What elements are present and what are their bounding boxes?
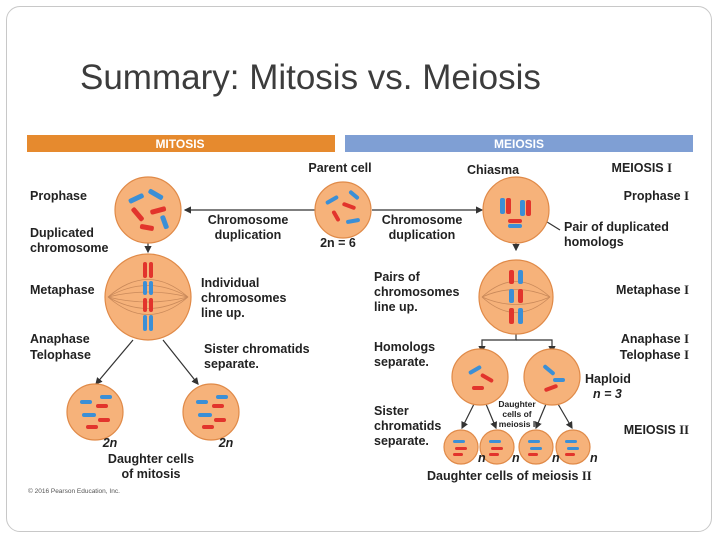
daughter-meiosis-two-label: Daughter cells of meiosis II xyxy=(427,469,592,483)
meiosis-one-daughter-cell-1 xyxy=(451,348,509,406)
meiosis-header-bar xyxy=(345,135,693,152)
meiosis-one-label: MEIOSIS I xyxy=(612,161,673,175)
n-label-3: n xyxy=(552,451,560,465)
mitosis-prophase-cell xyxy=(114,176,182,244)
haploid-label: Haploid xyxy=(585,372,631,386)
telophase-one-label: Telophase I xyxy=(620,348,689,362)
prophase-label: Prophase xyxy=(30,189,87,203)
parent-cell xyxy=(314,181,372,239)
mitosis-daughter-cell-2 xyxy=(182,383,240,441)
anaphase-one-label: Anaphase I xyxy=(621,332,689,346)
slide-frame xyxy=(6,6,712,532)
n-label-4: n xyxy=(590,451,598,465)
haploid-n-label: n = 3 xyxy=(593,387,622,401)
flow-arrows xyxy=(95,206,573,430)
meiosis-spindle xyxy=(481,281,551,313)
meiosis-one-daughter-cell-2 xyxy=(523,348,581,406)
two-n-right-label: 2n xyxy=(218,436,234,450)
meiosis-prophase-cell xyxy=(482,176,550,244)
n-label-1: n xyxy=(478,451,486,465)
meiosis-header: MEIOSIS xyxy=(494,137,544,151)
mitosis-spindle xyxy=(107,279,189,315)
metaphase-label: Metaphase xyxy=(30,283,95,297)
metaphase-one-label: Metaphase I xyxy=(616,283,689,297)
two-n-left-label: 2n xyxy=(102,436,118,450)
parent-cell-label: Parent cell xyxy=(308,161,371,175)
chromosomes xyxy=(80,189,579,456)
telophase-label: Telophase xyxy=(30,348,91,362)
mitosis-daughter-cell-1 xyxy=(66,383,124,441)
anaphase-label: Anaphase xyxy=(30,332,90,346)
mitosis-header-bar xyxy=(27,135,335,152)
slide-title: Summary: Mitosis vs. Meiosis xyxy=(80,58,541,97)
meiosis-two-label: MEIOSIS II xyxy=(624,423,689,437)
n-label-2: n xyxy=(512,451,520,465)
mitosis-metaphase-cell xyxy=(104,253,192,341)
chiasma-label: Chiasma xyxy=(467,163,520,177)
meiosis-metaphase-cell xyxy=(478,259,554,335)
mitosis-header: MITOSIS xyxy=(155,137,204,151)
copyright-label: © 2016 Pearson Education, Inc. xyxy=(28,487,120,495)
prophase-one-label: Prophase I xyxy=(624,189,689,203)
parent-ploidy-label: 2n = 6 xyxy=(320,236,356,250)
